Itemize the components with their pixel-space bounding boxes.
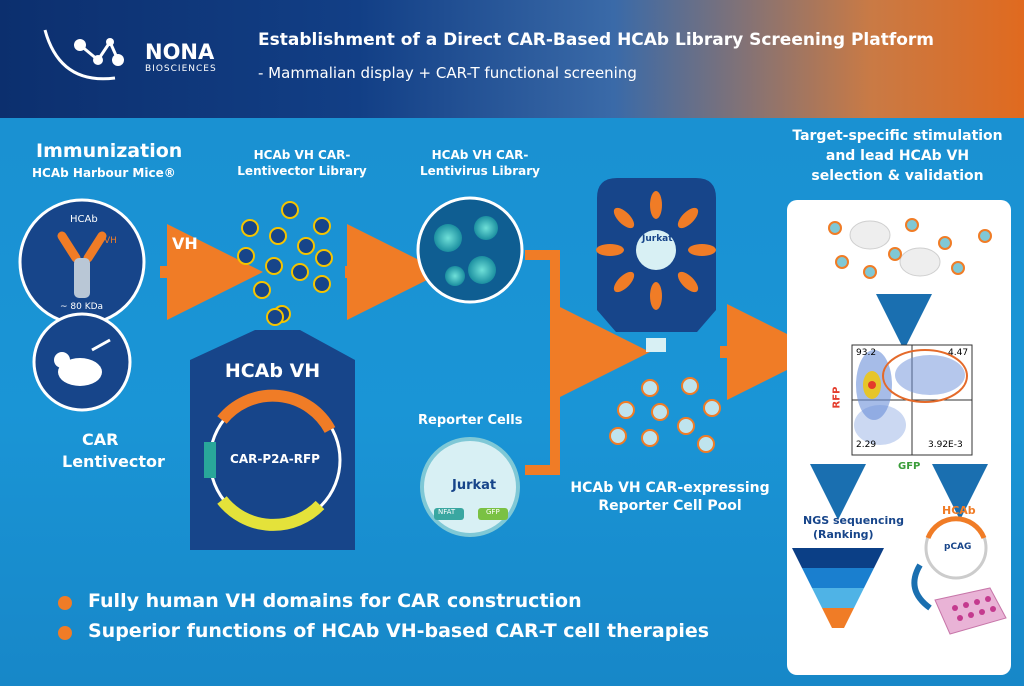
immunization-subtitle: HCAb Harbour Mice® — [32, 166, 176, 180]
car-lentivector-label-1: CAR — [82, 430, 119, 449]
hcab-vector-label: HCAb — [942, 504, 976, 517]
quadrant-top-right: 4.47 — [948, 348, 969, 358]
nfat-label: NFAT — [438, 508, 456, 516]
ngs-funnel-icon — [792, 548, 884, 628]
kda-label: ~ 80 KDa — [60, 302, 104, 312]
bullet-dot-2 — [58, 626, 72, 640]
quadrant-bottom-left: 2.29 — [856, 440, 877, 450]
ngs-label-2: (Ranking) — [813, 528, 874, 541]
pcag-label: pCAG — [944, 542, 972, 552]
rfp-axis-label: RFP — [831, 386, 843, 409]
reporter-cell-pool — [609, 377, 721, 453]
reporter-jurkat-cell — [420, 437, 520, 537]
construct-title: HCAb VH — [224, 360, 321, 382]
lentivirus-library-icon — [416, 196, 524, 304]
car-lentivector-construct — [190, 308, 355, 550]
logo-subname: BIOSCIENCES — [145, 64, 217, 74]
lentivector-library-icon — [237, 201, 333, 323]
target-label-1: Target-specific stimulation — [792, 128, 1003, 144]
gfp-label: GFP — [486, 508, 500, 516]
merge-connector — [525, 250, 560, 475]
vh-label: VH — [104, 236, 117, 246]
jurkat-label: Jurkat — [452, 478, 497, 493]
hcab-label: HCAb — [70, 214, 98, 225]
immunization-title: Immunization — [36, 140, 183, 162]
logo-name: NONA — [145, 40, 215, 64]
curved-arrow — [911, 563, 932, 611]
quadrant-top-left: 93.2 — [856, 348, 877, 358]
target-label-3: selection & validation — [811, 168, 984, 184]
header-banner — [0, 0, 1024, 118]
reporter-pool-label-1: HCAb VH CAR-expressing — [570, 480, 770, 496]
lentivirus-library-label-1: HCAb VH CAR- — [431, 148, 529, 162]
ngs-label-1: NGS sequencing — [803, 514, 904, 527]
cell-culture-plate-icon — [934, 587, 1007, 635]
vh-arrow-label: VH — [172, 234, 198, 253]
target-stimulation-panel — [596, 178, 716, 352]
reporter-pool-label-2: Reporter Cell Pool — [598, 498, 742, 514]
bullet-dot-1 — [58, 596, 72, 610]
reporter-cells-label: Reporter Cells — [418, 413, 523, 428]
gfp-axis-label: GFP — [898, 461, 921, 472]
nona-logo-icon — [43, 29, 124, 81]
page-title: Establishment of a Direct CAR-Based HCAb… — [258, 30, 935, 50]
quadrant-bottom-right: 3.92E-3 — [928, 440, 963, 450]
hcab-plasmid-icon — [924, 516, 988, 580]
target-cells-icon — [828, 218, 992, 279]
lentivector-library-label-2: Lentivector Library — [237, 164, 367, 178]
flow-cytometry-plot — [851, 344, 973, 456]
bullet-1: Fully human VH domains for CAR construct… — [88, 590, 582, 612]
construct-label: CAR-P2A-RFP — [230, 452, 320, 466]
bullet-2: Superior functions of HCAb VH-based CAR-… — [88, 620, 710, 642]
panel-jurkat-label: Jurkat — [642, 234, 673, 244]
target-label-2: and lead HCAb VH — [825, 148, 970, 164]
lentivector-library-label-1: HCAb VH CAR- — [253, 148, 351, 162]
mouse-icon — [32, 312, 132, 412]
page-subtitle: - Mammalian display + CAR-T functional s… — [258, 64, 637, 82]
lentivirus-library-label-2: Lentivirus Library — [420, 164, 540, 178]
car-lentivector-label-2: Lentivector — [62, 452, 165, 471]
